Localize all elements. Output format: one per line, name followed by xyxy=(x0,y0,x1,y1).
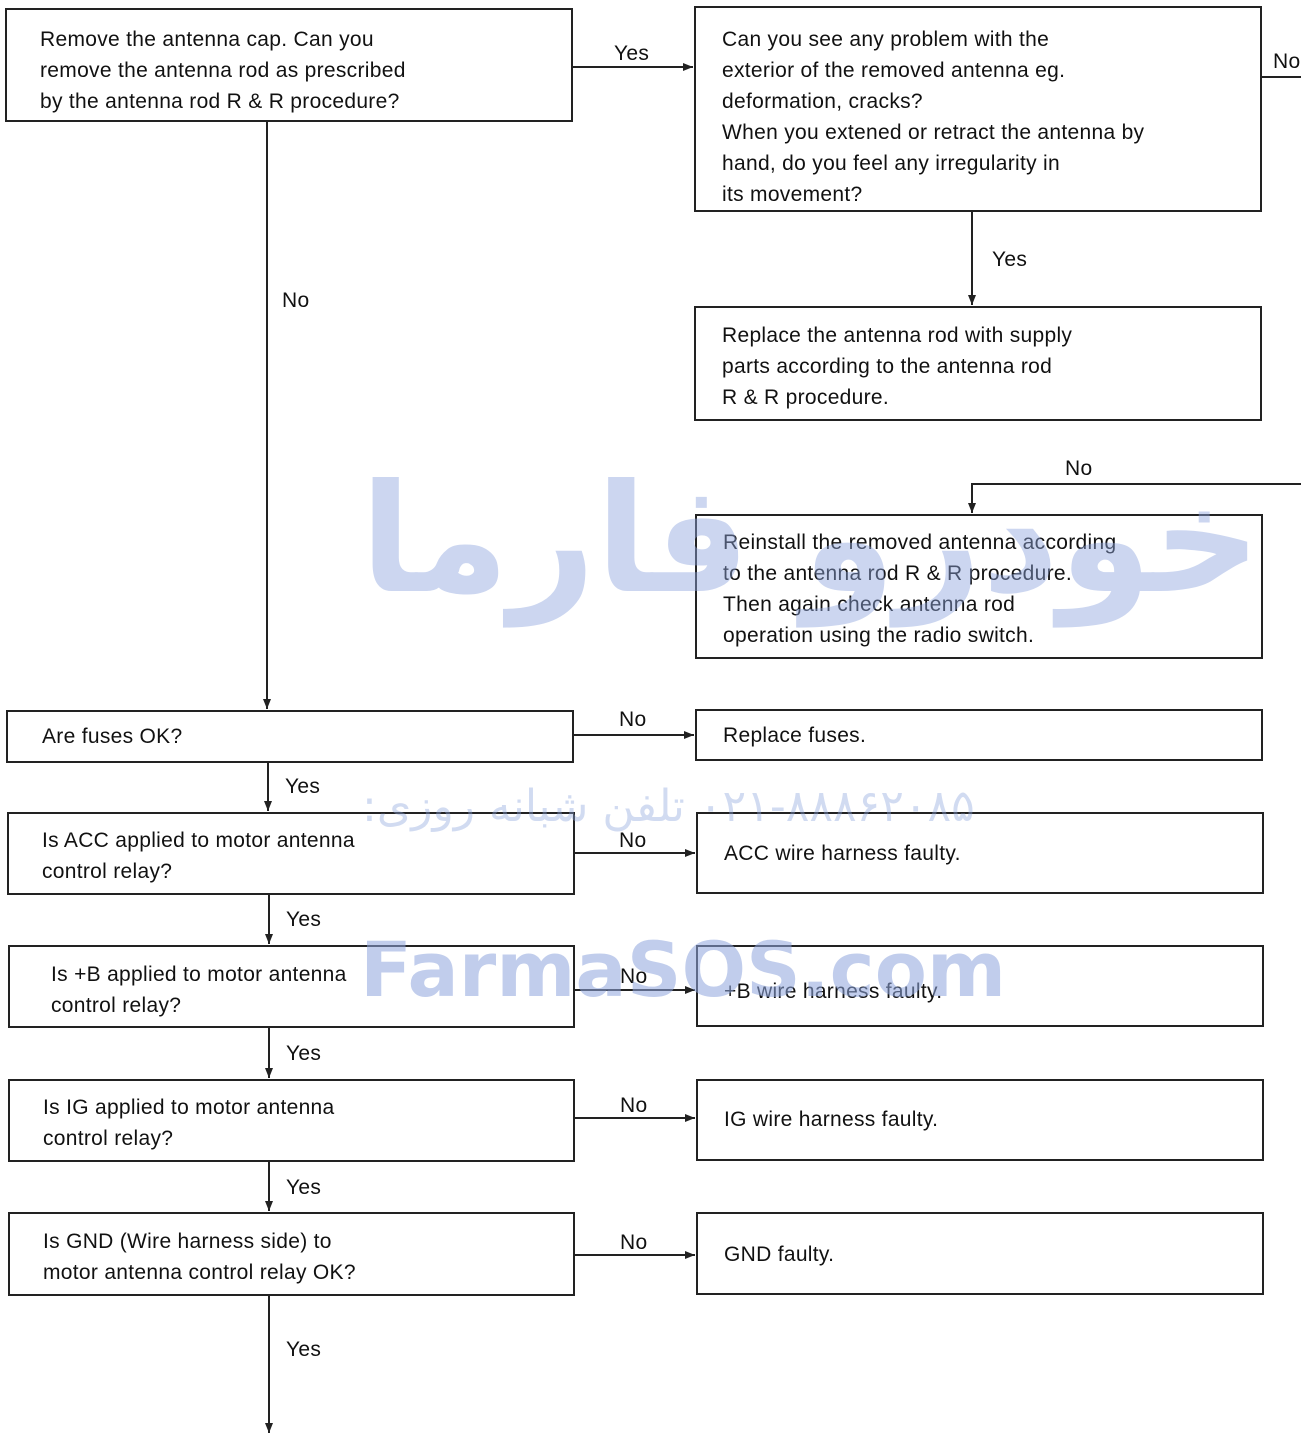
edge-label-no: No xyxy=(620,1231,648,1254)
step-check-antenna-exterior: Can you see any problem with the exterio… xyxy=(694,6,1262,212)
edge-label-yes: Yes xyxy=(286,908,322,931)
step-acc-harness-faulty: ACC wire harness faulty. xyxy=(696,812,1264,894)
step-gnd-ok: Is GND (Wire harness side) to motor ante… xyxy=(8,1212,575,1296)
step-fuses-ok: Are fuses OK? xyxy=(6,710,574,763)
step-acc-applied: Is ACC applied to motor antenna control … xyxy=(7,812,575,895)
edge-label-yes: Yes xyxy=(286,1042,322,1065)
edge-label-no: No xyxy=(619,708,647,731)
edge-label-no: No xyxy=(620,1094,648,1117)
edge-label-yes: Yes xyxy=(285,775,321,798)
edge-label-no: No xyxy=(1065,457,1093,480)
step-reinstall-antenna: Reinstall the removed antenna according … xyxy=(695,514,1263,659)
edge-label-no: No xyxy=(1273,50,1301,73)
connector-into-n4 xyxy=(968,483,1301,513)
edge-label-no: No xyxy=(620,965,648,988)
step-b-harness-faulty: +B wire harness faulty. xyxy=(696,945,1264,1027)
step-ig-applied: Is IG applied to motor antenna control r… xyxy=(8,1079,575,1162)
step-ig-harness-faulty: IG wire harness faulty. xyxy=(696,1079,1264,1161)
step-replace-fuses: Replace fuses. xyxy=(695,709,1263,761)
edge-label-no: No xyxy=(282,289,310,312)
edge-label-no: No xyxy=(619,829,647,852)
edge-label-yes: Yes xyxy=(286,1176,322,1199)
step-gnd-faulty: GND faulty. xyxy=(696,1212,1264,1295)
edge-label-yes: Yes xyxy=(614,42,650,65)
edge-label-yes: Yes xyxy=(286,1338,322,1361)
step-b-applied: Is +B applied to motor antenna control r… xyxy=(8,945,575,1028)
step-replace-antenna-rod: Replace the antenna rod with supply part… xyxy=(694,306,1262,421)
step-remove-antenna-cap: Remove the antenna cap. Can you remove t… xyxy=(5,8,573,122)
edge-label-yes: Yes xyxy=(992,248,1028,271)
